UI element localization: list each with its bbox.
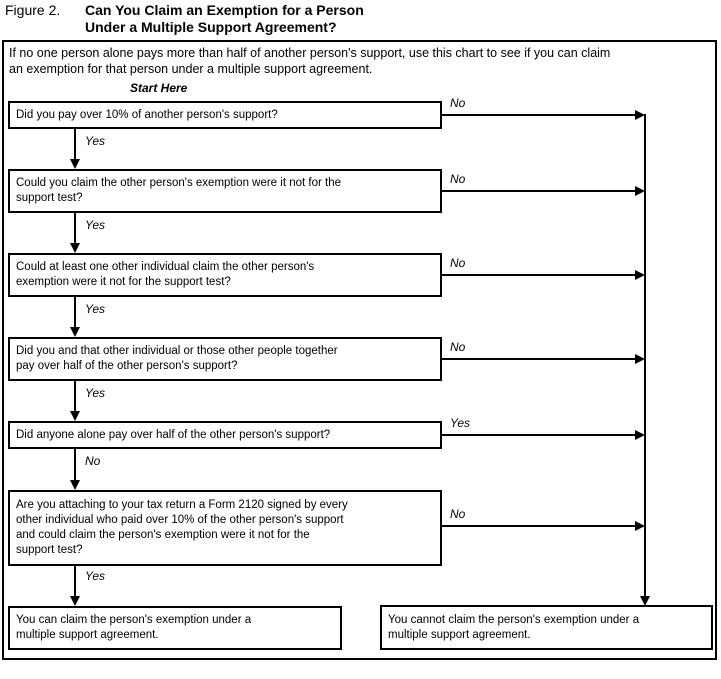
arrowhead-right-1 (635, 110, 645, 120)
question-box-4: Did you and that other individual or tho… (8, 337, 442, 381)
chart-frame (2, 40, 717, 660)
arrowhead-down-6 (70, 596, 80, 606)
arrowhead-down-4 (70, 411, 80, 421)
down-label-6: Yes (85, 569, 106, 583)
down-connector-1 (74, 129, 76, 160)
outcome-box-can-claim: You can claim the person's exemption und… (8, 606, 342, 650)
arrowhead-right-4 (635, 354, 645, 364)
question-box-6: Are you attaching to your tax return a F… (8, 490, 442, 566)
arrowhead-down-3 (70, 327, 80, 337)
side-label-3: No (450, 256, 466, 270)
arrowhead-down-2 (70, 243, 80, 253)
side-connector-1 (442, 114, 635, 116)
outcome-box-cannot-claim: You cannot claim the person's exemption … (380, 605, 713, 650)
figure-heading: Can You Claim an Exemption for a Person … (85, 2, 364, 35)
side-connector-2 (442, 190, 635, 192)
down-label-1: Yes (85, 134, 106, 148)
side-label-4: No (450, 340, 466, 354)
side-label-2: No (450, 172, 466, 186)
question-box-3: Could at least one other individual clai… (8, 253, 442, 297)
arrowhead-right-3 (635, 270, 645, 280)
side-connector-6 (442, 525, 635, 527)
down-label-3: Yes (85, 302, 106, 316)
down-connector-4 (74, 381, 76, 412)
question-box-5: Did anyone alone pay over half of the ot… (8, 421, 442, 449)
figure-label: Figure 2. (5, 2, 61, 18)
merge-line (644, 114, 646, 597)
start-here-label: Start Here (130, 81, 188, 95)
merge-line-arrowhead (640, 596, 650, 606)
side-connector-4 (442, 358, 635, 360)
arrowhead-right-6 (635, 521, 645, 531)
side-connector-3 (442, 274, 635, 276)
arrowhead-right-2 (635, 186, 645, 196)
intro-text: If no one person alone pays more than ha… (9, 46, 611, 76)
question-box-1: Did you pay over 10% of another person's… (8, 101, 442, 129)
down-label-4: Yes (85, 386, 106, 400)
side-connector-5 (442, 434, 635, 436)
down-connector-2 (74, 213, 76, 244)
question-box-2: Could you claim the other person's exemp… (8, 169, 442, 213)
down-label-2: Yes (85, 218, 106, 232)
down-connector-5 (74, 449, 76, 481)
arrowhead-down-5 (70, 480, 80, 490)
down-connector-6 (74, 566, 76, 597)
side-label-1: No (450, 96, 466, 110)
arrowhead-right-5 (635, 430, 645, 440)
arrowhead-down-1 (70, 159, 80, 169)
side-label-5: Yes (450, 416, 471, 430)
down-connector-3 (74, 297, 76, 328)
side-label-6: No (450, 507, 466, 521)
down-label-5: No (85, 454, 101, 468)
